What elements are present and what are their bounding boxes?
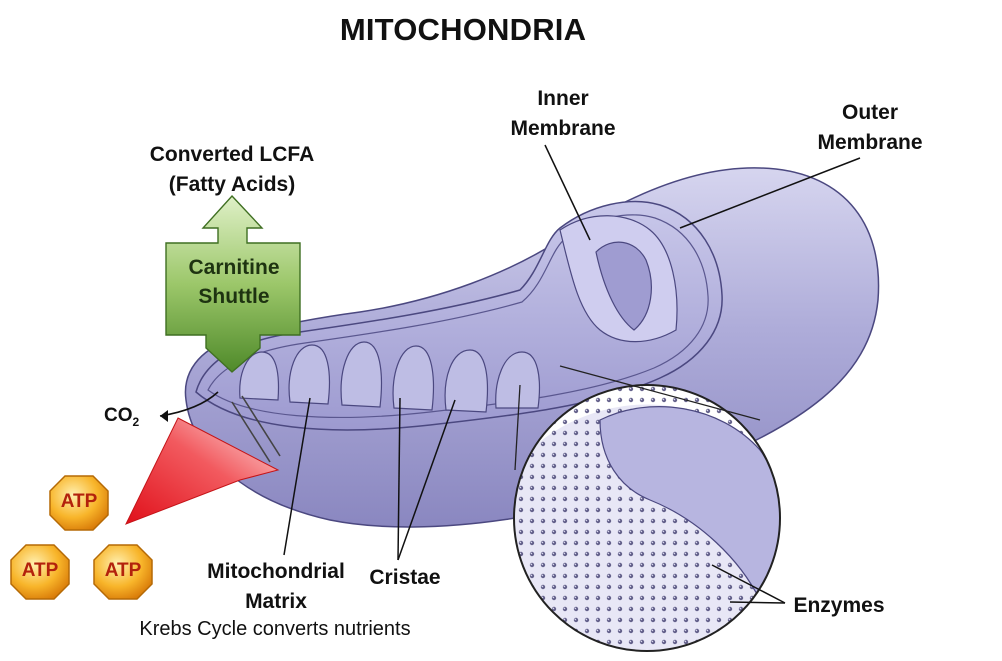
cristae-folds [239, 215, 678, 413]
outer-membrane-label: Outer Membrane [817, 101, 923, 154]
krebs-cycle-caption: Krebs Cycle converts nutrients [139, 618, 411, 640]
mitochondrial-matrix-label: Mitochondrial Matrix [207, 560, 345, 613]
leader-lines [283, 144, 861, 604]
inner-membrane-label: Inner Membrane [510, 87, 616, 140]
co2-label: CO2 [104, 405, 140, 429]
carnitine-shuttle-arrow [165, 194, 301, 373]
cristae-label: Cristae [369, 566, 441, 589]
converted-lcfa-label: Converted LCFA (Fatty Acids) [149, 143, 315, 196]
atp-badge-1: ATP [60, 491, 98, 512]
zoom-inset [514, 385, 780, 651]
energy-output-arrow [124, 417, 280, 525]
atp-badge-3: ATP [104, 560, 142, 581]
page-title: MITOCHONDRIA [339, 12, 587, 47]
atp-badge-2: ATP [21, 560, 59, 581]
membrane-channel [231, 395, 281, 463]
enzymes-label: Enzymes [793, 594, 885, 617]
carnitine-shuttle-label: Carnitine Shuttle [188, 256, 280, 308]
atp-badges [10, 475, 153, 600]
